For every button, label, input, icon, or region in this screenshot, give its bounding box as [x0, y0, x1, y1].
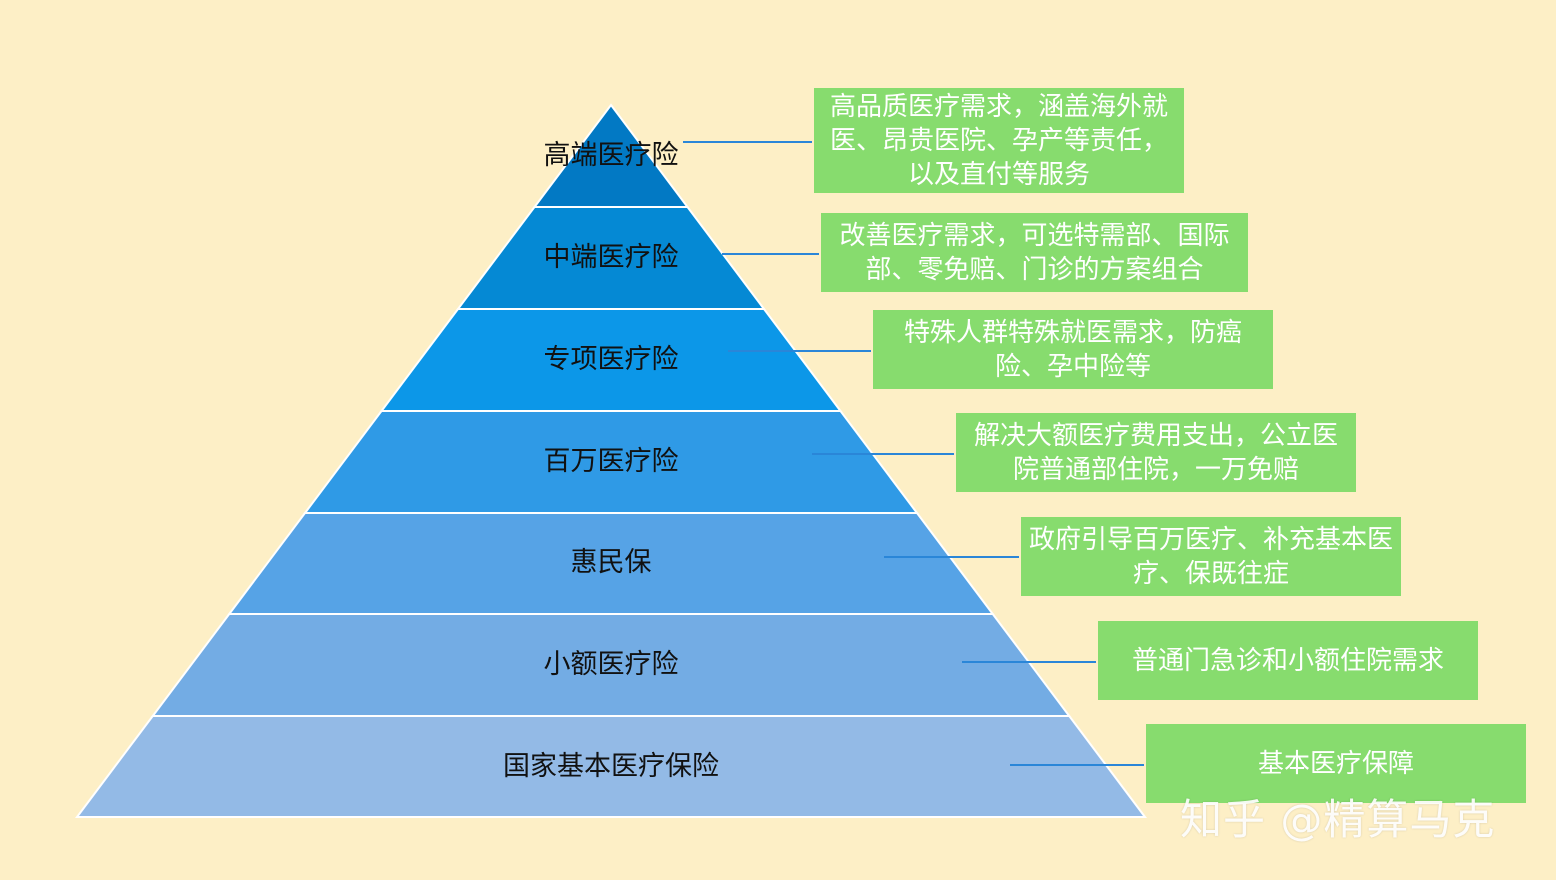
desc-box-small: 普通门急诊和小额住院需求 — [1098, 621, 1478, 700]
tier-label-small: 小额医疗险 — [543, 649, 679, 680]
desc-box-basic: 基本医疗保障 — [1146, 724, 1526, 803]
watermark: 知乎 @精算马克 — [1180, 795, 1496, 844]
desc-box-huiminbao: 政府引导百万医疗、补充基本医疗、保既往症 — [1021, 517, 1401, 596]
tier-label-mid-end: 中端医疗险 — [543, 242, 679, 273]
desc-box-high-end: 高品质医疗需求，涵盖海外就医、昂贵医院、孕产等责任，以及直付等服务 — [814, 88, 1184, 193]
tier-label-basic: 国家基本医疗保险 — [503, 751, 719, 782]
tier-label-high-end: 高端医疗险 — [543, 140, 679, 171]
desc-box-mid-end: 改善医疗需求，可选特需部、国际部、零免赔、门诊的方案组合 — [821, 213, 1248, 292]
tier-label-huiminbao: 惠民保 — [570, 547, 652, 578]
pyramid-tier-basic — [75, 715, 1147, 818]
tier-label-special: 专项医疗险 — [543, 344, 679, 375]
desc-box-special: 特殊人群特殊就医需求，防癌险、孕中险等 — [873, 310, 1273, 389]
tier-label-million: 百万医疗险 — [543, 446, 679, 477]
desc-box-million: 解决大额医疗费用支出，公立医院普通部住院，一万免赔 — [956, 413, 1356, 492]
